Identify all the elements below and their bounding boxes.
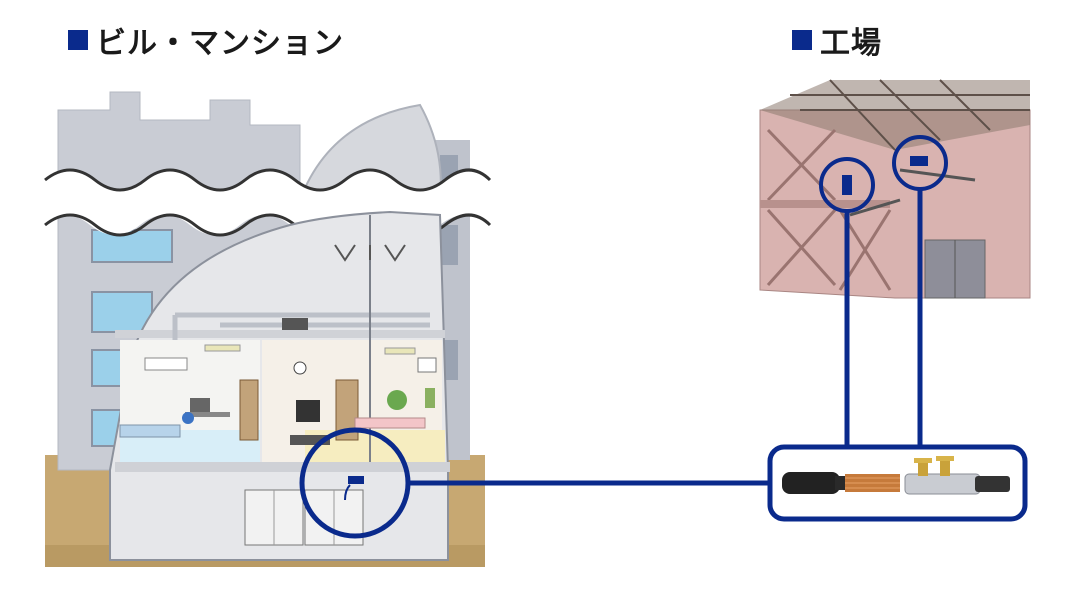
heading-factory: 工場 (792, 18, 882, 62)
connector-lines (408, 189, 923, 486)
square-marker-icon (792, 30, 812, 50)
heading-building-label: ビル・マンション (96, 26, 344, 61)
power-cable-icon (782, 472, 900, 494)
connection-point-icon (910, 156, 928, 166)
heading-building: ビル・マンション (68, 18, 344, 62)
cable-connector-icon (904, 456, 1010, 495)
product-callout (767, 444, 1028, 522)
plant-icon (387, 390, 407, 410)
connection-point-icon (348, 476, 364, 484)
clock-icon (293, 361, 307, 375)
square-marker-icon (68, 30, 88, 50)
heading-factory-label: 工場 (820, 26, 882, 61)
section-cut-band (45, 170, 490, 235)
bed (119, 424, 181, 438)
building-illustration (44, 91, 492, 567)
tv (296, 400, 320, 422)
connection-point-icon (842, 175, 852, 195)
factory-illustration (759, 79, 1031, 299)
